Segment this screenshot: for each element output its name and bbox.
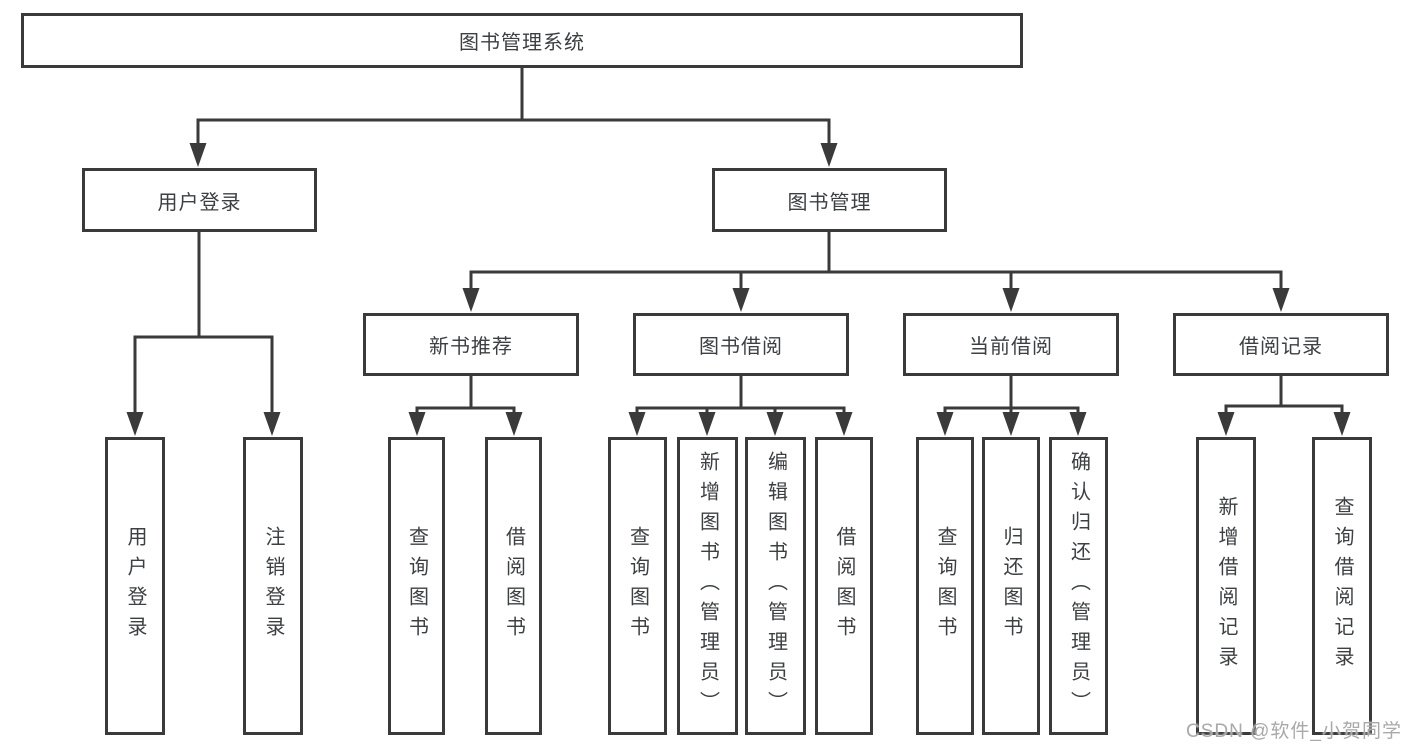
node-library-management-system: 图书管理系统 [21,13,1023,68]
csdn-watermark: CSDN @软件_小贺同学 [1186,721,1402,742]
leaf-logout-login-label: 注销登录 [262,526,284,646]
leaf-edit-book-admin-label: 编辑图书（管理员） [764,451,787,721]
leaf-query-books-borrowing: 查询图书 [608,437,667,735]
leaf-query-borrow-record-label: 查询借阅记录 [1331,496,1353,676]
node-user-login: 用户登录 [82,168,317,232]
leaf-confirm-return-admin: 确认归还（管理员） [1049,437,1108,735]
leaf-borrow-books-recommend: 借阅图书 [485,437,542,735]
leaf-add-borrow-record: 新增借阅记录 [1196,437,1256,735]
leaf-add-book-admin-label: 新增图书（管理员） [696,451,719,721]
leaf-user-login: 用户登录 [105,437,165,735]
leaf-return-books-label: 归还图书 [1000,526,1022,646]
leaf-borrow-books-recommend-label: 借阅图书 [502,526,525,646]
leaf-query-books-recommend-label: 查询图书 [405,526,428,646]
leaf-query-books-borrowing-label: 查询图书 [626,526,649,646]
node-new-book-recommend: 新书推荐 [363,313,579,376]
leaf-add-borrow-record-label: 新增借阅记录 [1215,496,1237,676]
leaf-logout-login: 注销登录 [243,437,303,735]
leaf-user-login-label: 用户登录 [124,526,146,646]
leaf-return-books: 归还图书 [982,437,1040,735]
leaf-borrow-books-label: 借阅图书 [833,526,855,646]
leaf-query-books-current-label: 查询图书 [934,526,956,646]
leaf-confirm-return-admin-label: 确认归还（管理员） [1067,451,1090,721]
arrowheads [126,143,1351,436]
node-current-borrowing: 当前借阅 [903,313,1119,376]
leaf-query-books-current: 查询图书 [916,437,974,735]
leaf-query-borrow-record: 查询借阅记录 [1312,437,1372,735]
leaf-query-books-recommend: 查询图书 [388,437,445,735]
leaf-add-book-admin: 新增图书（管理员） [677,437,738,735]
node-book-borrowing: 图书借阅 [633,313,849,376]
node-book-management: 图书管理 [712,168,947,232]
node-borrowing-records: 借阅记录 [1173,313,1389,376]
leaf-borrow-books: 借阅图书 [815,437,873,735]
leaf-edit-book-admin: 编辑图书（管理员） [745,437,806,735]
